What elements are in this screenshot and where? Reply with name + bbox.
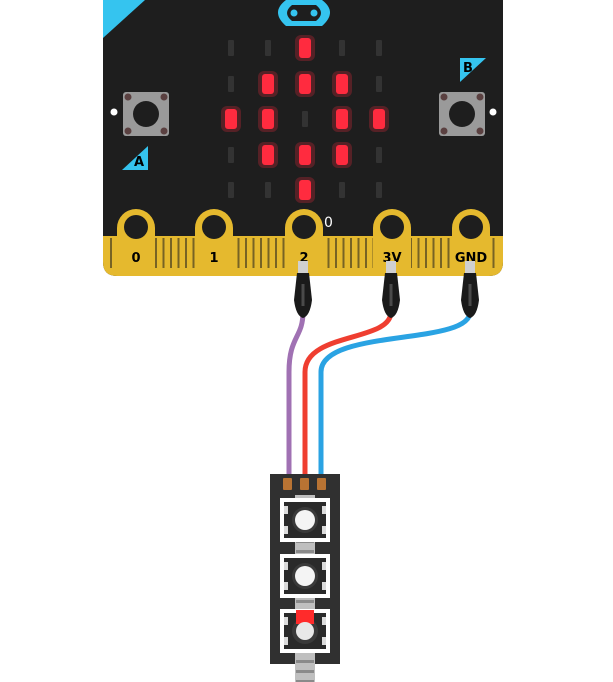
pin-1[interactable]: 1 xyxy=(195,209,233,268)
led-0-4 xyxy=(376,40,382,56)
button-a[interactable] xyxy=(123,92,169,136)
logo-inner xyxy=(287,5,321,21)
led-3-3 xyxy=(336,145,348,165)
wire-ground xyxy=(318,311,473,482)
strip-pad-vcc xyxy=(300,478,309,490)
led-1-0 xyxy=(228,76,234,92)
pin-2[interactable]: 2 xyxy=(285,209,323,268)
pin-label: GND xyxy=(455,251,488,266)
led-1-4 xyxy=(376,76,382,92)
led-0-0 xyxy=(228,40,234,56)
wires xyxy=(286,311,473,482)
crocodile-clips xyxy=(294,261,479,318)
wire-power xyxy=(302,311,394,482)
side-hole-left xyxy=(110,108,118,116)
neopixel-led-white xyxy=(295,566,315,586)
board-corner-accent xyxy=(103,0,145,38)
pin-label: 1 xyxy=(209,251,218,266)
pin-label: 0 xyxy=(131,251,140,266)
neopixel-led-white xyxy=(295,510,315,530)
neopixel-2 xyxy=(280,554,330,598)
pin-hole xyxy=(202,215,226,239)
led-2-4 xyxy=(373,109,385,129)
led-0-1 xyxy=(265,40,271,56)
button-a-indicator xyxy=(122,146,148,170)
pin-2-value: 0 xyxy=(324,215,333,231)
led-1-3 xyxy=(336,74,348,94)
pin-3v[interactable]: 3V xyxy=(373,209,411,268)
led-4-0 xyxy=(228,182,234,198)
led-matrix xyxy=(221,35,389,203)
pin-label: 2 xyxy=(299,251,308,266)
led-4-4 xyxy=(376,182,382,198)
led-2-2 xyxy=(302,111,308,127)
button-b-label: B xyxy=(463,61,473,76)
pin-pads: 0 1 2 3V GND xyxy=(117,209,490,268)
led-3-0 xyxy=(228,147,234,163)
led-0-2 xyxy=(299,38,311,58)
wire-signal xyxy=(286,311,306,482)
button-a-label: A xyxy=(134,155,144,170)
crocodile-clip xyxy=(382,261,400,318)
led-4-3 xyxy=(339,182,345,198)
board-body xyxy=(103,0,503,276)
led-3-1 xyxy=(262,145,274,165)
pin-hole xyxy=(124,215,148,239)
neopixel-3 xyxy=(280,609,330,653)
neopixel-led-red xyxy=(296,610,314,624)
neopixel-1 xyxy=(280,498,330,542)
crocodile-clip xyxy=(294,261,312,318)
strip-pad-gnd xyxy=(317,478,326,490)
led-4-1 xyxy=(265,182,271,198)
led-2-1 xyxy=(262,109,274,129)
led-4-2 xyxy=(299,180,311,200)
strip-pad-din xyxy=(283,478,292,490)
led-1-1 xyxy=(262,74,274,94)
led-3-2 xyxy=(299,145,311,165)
led-1-2 xyxy=(299,74,311,94)
button-b-indicator xyxy=(460,58,486,82)
pin-hole xyxy=(292,215,316,239)
pin-gnd[interactable]: GND xyxy=(452,209,490,268)
led-0-3 xyxy=(339,40,345,56)
led-2-3 xyxy=(336,109,348,129)
led-2-0 xyxy=(225,109,237,129)
microbit-board xyxy=(103,0,503,276)
pin-hole xyxy=(380,215,404,239)
neopixel-strip xyxy=(270,474,340,682)
side-hole-right xyxy=(489,108,497,116)
pin-hole xyxy=(459,215,483,239)
pin-0[interactable]: 0 xyxy=(117,209,155,268)
led-3-4 xyxy=(376,147,382,163)
crocodile-clip xyxy=(461,261,479,318)
button-b[interactable] xyxy=(439,92,485,136)
